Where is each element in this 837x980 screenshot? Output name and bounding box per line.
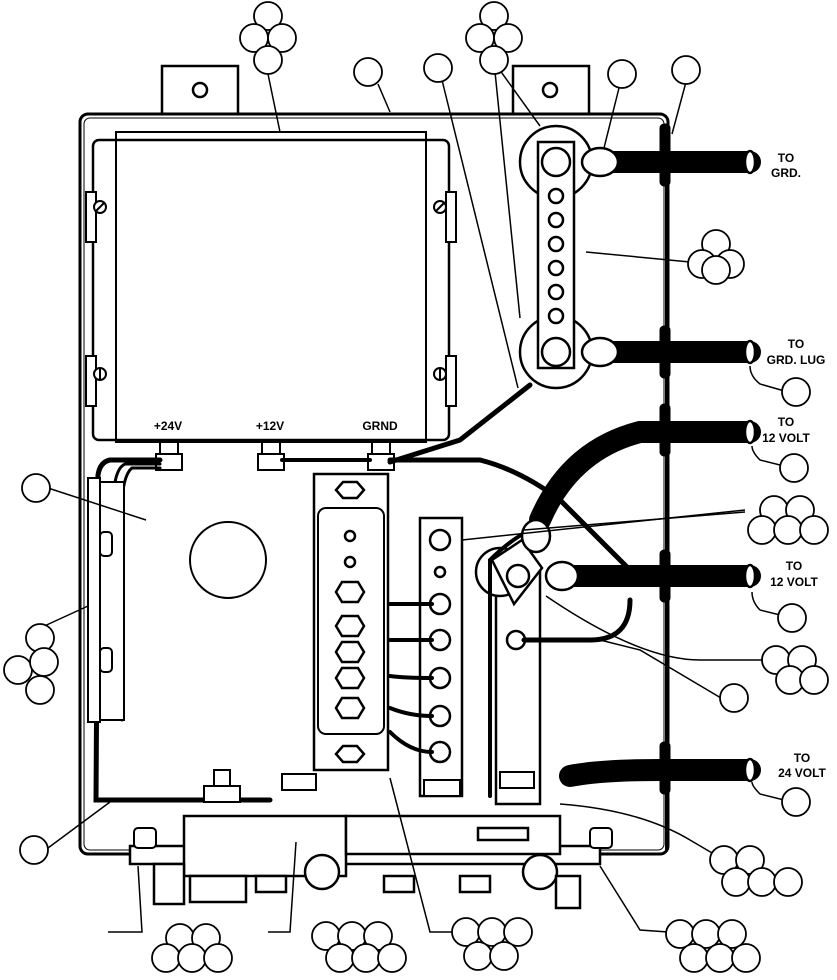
- cable-label-line2: GRD. LUG: [767, 353, 826, 367]
- callout-leader-lines: [39, 61, 793, 933]
- terminal-label-grnd: GRND: [362, 419, 398, 433]
- mounting-tab-right: [511, 64, 591, 118]
- cable-label-line1: TO: [786, 559, 802, 573]
- cable-label-to-12-volt-lower: TO 12 VOLT: [770, 559, 818, 589]
- bottom-mounting-rail: [128, 814, 602, 910]
- cable-label-to-12-volt-upper: TO 12 VOLT: [762, 415, 810, 445]
- callout-circles: [19, 53, 811, 865]
- cable-label-to-grd: TO GRD.: [771, 151, 801, 180]
- module-screw-icons: [93, 200, 447, 381]
- terminal-strip: [418, 516, 464, 798]
- bottom-nuts: [133, 769, 613, 849]
- power-supply-module: [85, 131, 457, 443]
- mounting-tab-left: [160, 64, 240, 118]
- cable-label-line1: TO: [778, 415, 794, 429]
- cable-label-to-24-volt: TO 24 VOLT: [778, 751, 826, 780]
- cable-label-line2: GRD.: [771, 166, 801, 180]
- cable-label-line2: 12 VOLT: [762, 431, 810, 445]
- fuse-to-terminal-wires: [388, 602, 434, 754]
- left-relay-bracket: [87, 477, 125, 723]
- terminal-label-12v: +12V: [256, 419, 284, 433]
- ground-bus-bar: [518, 124, 594, 390]
- cable-label-line1: TO: [794, 751, 810, 765]
- cable-label-to-grd-lug: TO GRD. LUG: [767, 337, 826, 367]
- cable-label-line1: TO: [788, 337, 804, 351]
- fuse-block: [312, 472, 390, 772]
- cable-label-line2: 24 VOLT: [778, 766, 826, 780]
- cable-label-line1: TO: [778, 151, 794, 165]
- callout-clusters: [3, 1, 829, 973]
- module-terminal-studs: [155, 441, 395, 471]
- access-hole: [189, 521, 267, 599]
- cable-label-line2: 12 VOLT: [770, 575, 818, 589]
- terminal-label-24v: +24V: [154, 419, 182, 433]
